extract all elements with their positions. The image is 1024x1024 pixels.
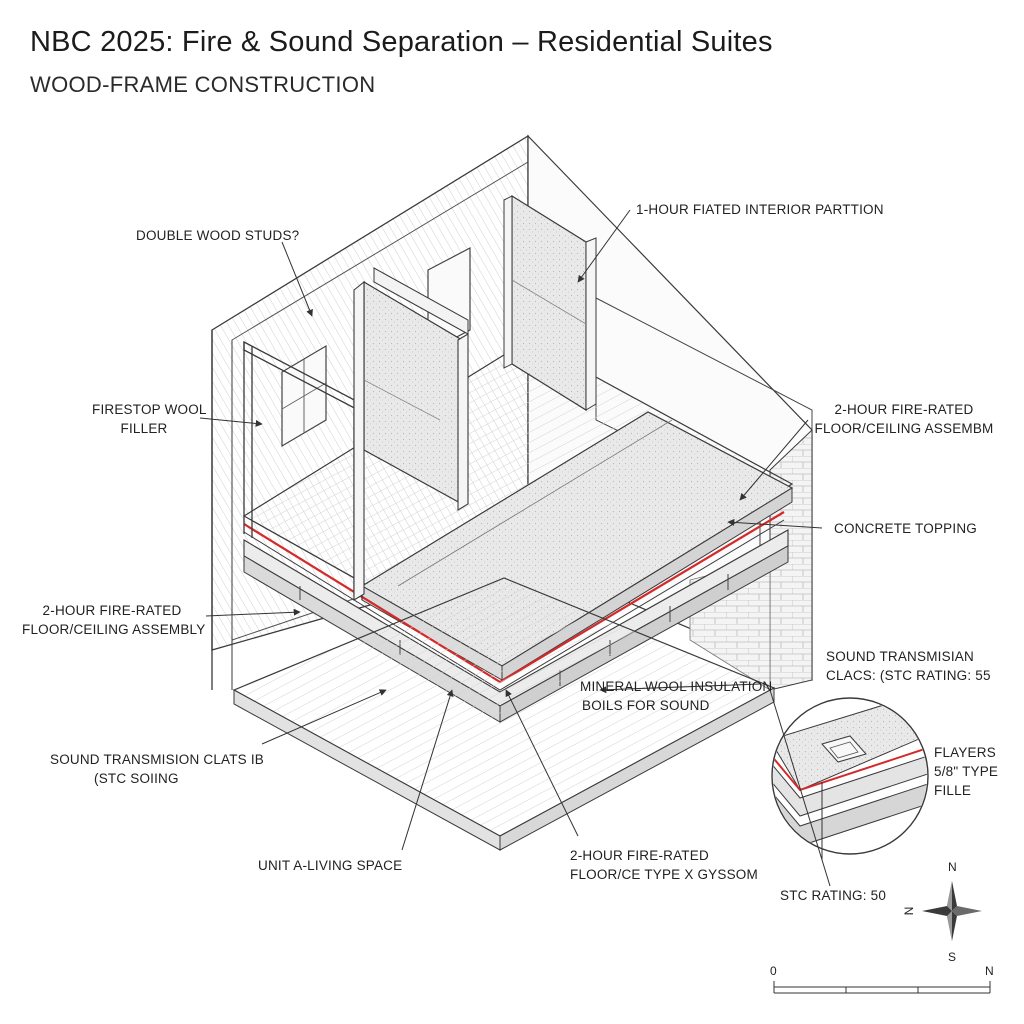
label-text: 2-HOUR FIRE-RATED bbox=[834, 402, 974, 417]
compass-west-label: N bbox=[901, 906, 916, 916]
label-text: 1-HOUR FIATED INTERIOR PARTTION bbox=[636, 202, 884, 217]
scale-bar-end-label: N bbox=[985, 964, 994, 978]
label-text: BOILS FOR SOUND bbox=[582, 698, 710, 713]
page-title: NBC 2025: Fire & Sound Separation – Resi… bbox=[30, 26, 773, 58]
compass-north-label: N bbox=[948, 860, 957, 874]
label-text: DOUBLE WOOD STUDS? bbox=[136, 228, 300, 243]
label-text: UNIT A-LIVING SPACE bbox=[258, 858, 403, 873]
detail-callout-circle bbox=[771, 697, 929, 855]
label-text: MINERAL WOOL INSULATION bbox=[580, 679, 773, 694]
label-stc-rating-50: STC RATING: 50 bbox=[780, 886, 886, 905]
label-text: 2-HOUR FIRE-RATED bbox=[42, 603, 182, 618]
lower-floor-slab bbox=[232, 577, 776, 851]
compass-south-label: S bbox=[948, 950, 957, 964]
label-text: (STC SOIING bbox=[94, 771, 179, 786]
leader-lines bbox=[199, 209, 831, 887]
label-bottom-floor-ceiling-assembly: 2-HOUR FIRE-RATED FLOOR/CE TYPE X GYSSOM bbox=[570, 846, 758, 884]
label-left-floor-ceiling-assembly: 2-HOUR FIRE-RATED FLOOR/CEILING ASSEMBLY bbox=[22, 601, 206, 639]
label-concrete-topping: CONCRETE TOPPING bbox=[834, 519, 977, 538]
label-layers-type-x: FLAYERS 5/8" TYPE FILLE bbox=[934, 743, 998, 800]
compass-rose-icon bbox=[922, 881, 982, 941]
label-text: FLOOR/CEILING ASSEMBM bbox=[814, 421, 994, 436]
label-text: STC RATING: 50 bbox=[780, 888, 887, 903]
back-wall-window-left bbox=[281, 344, 327, 448]
scale-bar bbox=[773, 981, 991, 994]
label-firestop-wool: FIRESTOP WOOL FILLER bbox=[92, 400, 207, 438]
label-stc-left: SOUND TRANSMISION CLATS IB (STC SOIING bbox=[50, 750, 264, 788]
scale-bar-start-label: 0 bbox=[770, 964, 777, 978]
label-text: FLOOR/CE TYPE X GYSSOM bbox=[570, 867, 758, 882]
label-text: 5/8" TYPE bbox=[934, 764, 999, 779]
label-text: FIRESTOP WOOL bbox=[92, 402, 207, 417]
label-text: CONCRETE TOPPING bbox=[834, 521, 977, 536]
label-text: CLACS: (STC RATING: 55 bbox=[826, 668, 991, 683]
interior-partition-panel bbox=[503, 194, 597, 412]
label-text: 2-HOUR FIRE-RATED bbox=[570, 848, 709, 863]
double-wood-stud-panel bbox=[353, 267, 469, 601]
label-text: FILLER bbox=[120, 421, 168, 436]
label-text: FILLE bbox=[934, 783, 972, 798]
label-text: SOUND TRANSMISION CLATS IB bbox=[50, 752, 264, 767]
page-subtitle: WOOD-FRAME CONSTRUCTION bbox=[30, 72, 376, 97]
label-interior-partition: 1-HOUR FIATED INTERIOR PARTTION bbox=[636, 200, 884, 219]
label-upper-floor-ceiling-assembly: 2-HOUR FIRE-RATED FLOOR/CEILING ASSEMBM bbox=[812, 400, 996, 438]
label-unit-a-living-space: UNIT A-LIVING SPACE bbox=[258, 856, 402, 875]
label-double-wood-studs: DOUBLE WOOD STUDS? bbox=[136, 226, 299, 245]
label-text: SOUND TRANSMISIAN bbox=[826, 649, 974, 664]
label-stc-rating-55: SOUND TRANSMISIAN CLACS: (STC RATING: 55 bbox=[826, 647, 991, 685]
label-mineral-wool-insulation: MINERAL WOOL INSULATION BOILS FOR SOUND bbox=[580, 677, 772, 715]
label-text: FLOOR/CEILING ASSEMBLY bbox=[22, 622, 206, 637]
label-text: FLAYERS bbox=[934, 745, 996, 760]
